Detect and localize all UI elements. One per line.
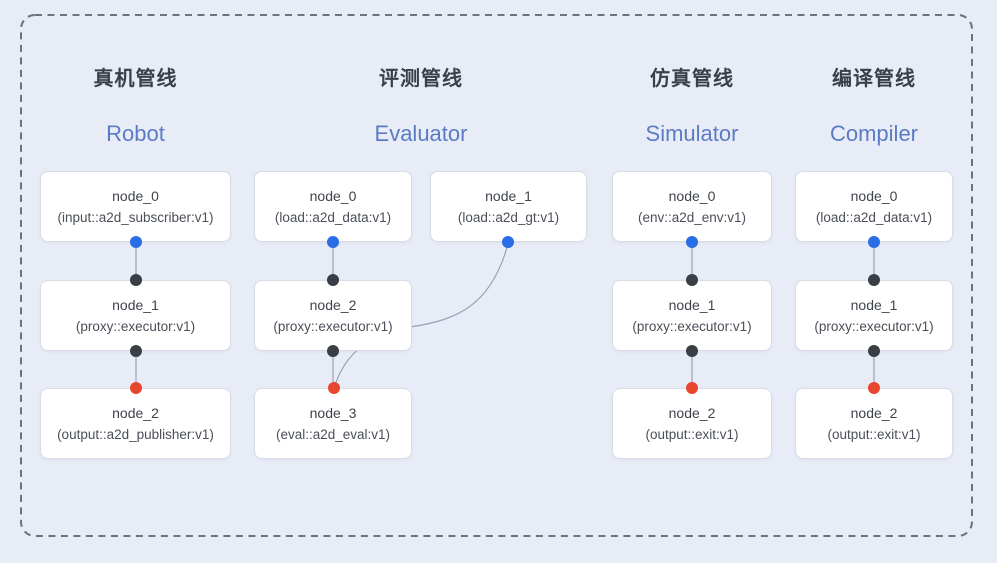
node-compiler-node_0: node_0 (load::a2d_data:v1) <box>795 171 953 242</box>
node-name: node_2 <box>668 404 716 421</box>
node-robot-node_1: node_1 (proxy::executor:v1) <box>40 280 231 351</box>
output-port-dot-black <box>130 345 142 357</box>
output-port-dot-blue <box>327 236 339 248</box>
pipeline-title-cn-compiler: 编译管线 <box>832 68 916 90</box>
node-name: node_1 <box>850 296 898 313</box>
node-simulator-node_0: node_0 (env::a2d_env:v1) <box>612 171 772 242</box>
node-impl: (load::a2d_data:v1) <box>815 209 933 225</box>
node-impl: (output::a2d_publisher:v1) <box>57 426 214 442</box>
node-robot-node_2: node_2 (output::a2d_publisher:v1) <box>40 388 231 459</box>
node-name: node_0 <box>309 187 357 204</box>
output-port-dot-blue <box>686 236 698 248</box>
node-impl: (load::a2d_gt:v1) <box>457 209 560 225</box>
pipeline-title-cn-simulator: 仿真管线 <box>650 68 734 90</box>
output-port-dot-black <box>868 345 880 357</box>
node-impl: (proxy::executor:v1) <box>814 318 934 334</box>
input-port-dot-black <box>130 274 142 286</box>
node-name: node_1 <box>112 296 159 313</box>
node-evaluator-node_0: node_0 (load::a2d_data:v1) <box>254 171 412 242</box>
input-port-dot-red <box>868 382 880 394</box>
node-name: node_0 <box>112 187 159 204</box>
node-name: node_1 <box>668 296 716 313</box>
input-port-dot-red <box>130 382 142 394</box>
node-name: node_2 <box>309 296 357 313</box>
node-impl: (proxy::executor:v1) <box>75 318 196 334</box>
input-port-dot-red <box>328 382 340 394</box>
node-compiler-node_1: node_1 (proxy::executor:v1) <box>795 280 953 351</box>
node-impl: (input::a2d_subscriber:v1) <box>57 209 214 225</box>
node-name: node_1 <box>485 187 532 204</box>
output-port-dot-blue <box>130 236 142 248</box>
input-port-dot-black <box>868 274 880 286</box>
node-evaluator-node_3: node_3 (eval::a2d_eval:v1) <box>254 388 412 459</box>
output-port-dot-blue <box>868 236 880 248</box>
node-simulator-node_2: node_2 (output::exit:v1) <box>612 388 772 459</box>
node-impl: (eval::a2d_eval:v1) <box>275 426 391 442</box>
output-port-dot-black <box>686 345 698 357</box>
node-compiler-node_2: node_2 (output::exit:v1) <box>795 388 953 459</box>
node-name: node_0 <box>668 187 716 204</box>
node-impl: (env::a2d_env:v1) <box>637 209 747 225</box>
pipeline-title-cn-evaluator: 评测管线 <box>379 68 463 90</box>
pipeline-title-en-simulator: Simulator <box>645 121 739 146</box>
input-port-dot-black <box>327 274 339 286</box>
output-port-dot-black <box>327 345 339 357</box>
node-name: node_3 <box>309 404 357 421</box>
pipeline-title-en-compiler: Compiler <box>829 121 919 146</box>
node-impl: (load::a2d_data:v1) <box>274 209 392 225</box>
pipeline-title-cn-robot: 真机管线 <box>93 68 178 90</box>
node-impl: (proxy::executor:v1) <box>632 318 752 334</box>
input-port-dot-red <box>686 382 698 394</box>
pipeline-title-en-evaluator: Evaluator <box>374 121 468 146</box>
node-impl: (output::exit:v1) <box>645 426 739 442</box>
node-name: node_0 <box>850 187 898 204</box>
node-impl: (output::exit:v1) <box>827 426 921 442</box>
node-name: node_2 <box>850 404 898 421</box>
node-name: node_2 <box>112 404 159 421</box>
node-simulator-node_1: node_1 (proxy::executor:v1) <box>612 280 772 351</box>
node-evaluator-node_2: node_2 (proxy::executor:v1) <box>254 280 412 351</box>
output-port-dot-blue <box>502 236 514 248</box>
node-evaluator-node_1: node_1 (load::a2d_gt:v1) <box>430 171 587 242</box>
node-robot-node_0: node_0 (input::a2d_subscriber:v1) <box>40 171 231 242</box>
input-port-dot-black <box>686 274 698 286</box>
node-impl: (proxy::executor:v1) <box>273 318 393 334</box>
pipeline-title-en-robot: Robot <box>106 121 165 146</box>
